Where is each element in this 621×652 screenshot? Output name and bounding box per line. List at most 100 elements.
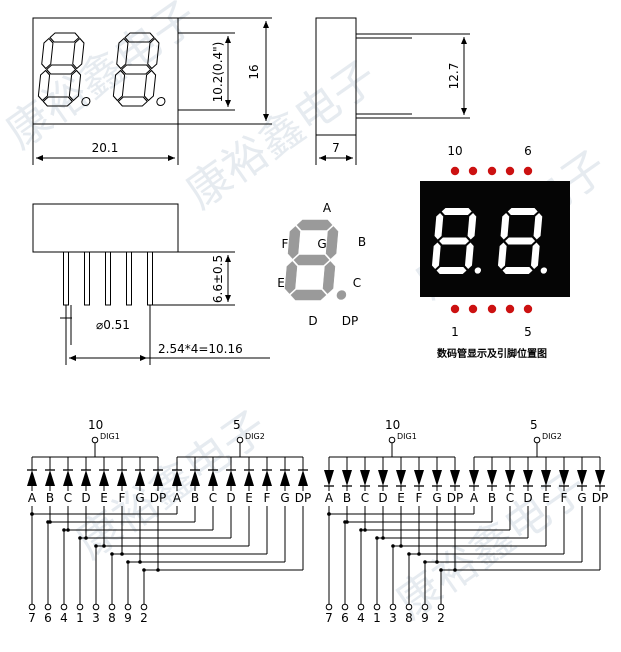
segment-pin-label: F xyxy=(561,491,568,505)
top-pin-left-label: 10 xyxy=(447,144,462,158)
digit-segment xyxy=(124,32,155,43)
common-pin-number: 5 xyxy=(233,418,241,432)
digit-segment xyxy=(68,69,82,102)
pin-dot-top xyxy=(505,166,515,176)
segment-pin-number: 6 xyxy=(341,611,349,625)
side-view xyxy=(315,17,470,165)
segment-pin-label: B xyxy=(488,491,496,505)
digit-segment xyxy=(41,37,54,70)
seven-segment-digit xyxy=(497,208,547,274)
segment-pin-label: G xyxy=(135,491,144,505)
segment-pin-label: DP xyxy=(150,491,166,505)
segment-pin-label: B xyxy=(343,491,351,505)
led-diode xyxy=(226,470,236,486)
pin-dot-top xyxy=(487,166,497,176)
digit-segment xyxy=(497,242,507,269)
led-diode xyxy=(432,470,442,486)
segment-pin-label: D xyxy=(523,491,532,505)
seven-segment-digit xyxy=(37,32,91,107)
segment-pin-label: A xyxy=(173,491,182,505)
pinout-display xyxy=(420,166,570,314)
seven-segment-digit xyxy=(431,208,481,274)
common-pin-label: DIG2 xyxy=(542,432,562,441)
segment-pin-label: F xyxy=(119,491,126,505)
digit-segment xyxy=(507,208,538,215)
segment-pin-terminal xyxy=(389,603,397,611)
pinout-title: 数码管显示及引脚位置图 xyxy=(437,347,547,360)
led-diode xyxy=(262,470,272,486)
segment-pin-number: 7 xyxy=(325,611,333,625)
common-pin-label: DIG2 xyxy=(245,432,265,441)
segment-pin-label: C xyxy=(209,491,217,505)
pin-dot-top xyxy=(450,166,460,176)
pin-length-label: 12.7 xyxy=(447,63,461,90)
digit-segment xyxy=(431,242,441,269)
common-pin-number: 10 xyxy=(88,418,103,432)
segment-pin-number: 8 xyxy=(405,611,413,625)
led-diode xyxy=(360,470,370,486)
bottom-pin-right-label: 5 xyxy=(524,325,532,339)
led-diode xyxy=(324,470,334,486)
led-diode xyxy=(595,470,605,486)
bottom-pin xyxy=(105,251,111,306)
bottom-view xyxy=(32,203,270,365)
led-diode xyxy=(27,470,37,486)
height-total-label: 16 xyxy=(247,64,261,79)
digit-segment xyxy=(45,64,77,75)
led-diode xyxy=(99,470,109,486)
segment-pin-label: G xyxy=(432,491,441,505)
common-pin-terminal xyxy=(533,436,541,444)
led-diode xyxy=(342,470,352,486)
segment-pin-label: E xyxy=(245,491,253,505)
segment-pin-number: 1 xyxy=(373,611,381,625)
digit-segment xyxy=(296,219,333,231)
segment-label-b: B xyxy=(358,235,366,249)
led-diode xyxy=(523,470,533,486)
pin-dot-bottom xyxy=(468,304,478,314)
led-diode xyxy=(541,470,551,486)
bottom-pin xyxy=(84,251,90,306)
segment-pin-terminal xyxy=(60,603,68,611)
common-pin-number: 10 xyxy=(385,418,400,432)
digit-height-label: 10.2(0.4") xyxy=(211,42,225,103)
digit-segment xyxy=(439,237,470,245)
depth-label: 7 xyxy=(332,141,340,155)
segment-pin-number: 3 xyxy=(389,611,397,625)
segment-pin-label: DP xyxy=(592,491,608,505)
decimal-point xyxy=(336,290,347,300)
digit-segment xyxy=(467,213,477,240)
digit-segment xyxy=(290,289,327,301)
led-diode xyxy=(487,470,497,486)
digit-segment xyxy=(500,213,510,240)
segment-pin-number: 9 xyxy=(124,611,132,625)
common-pin-label: DIG1 xyxy=(100,432,120,441)
segment-pin-number: 3 xyxy=(92,611,100,625)
common-pin-label: DIG1 xyxy=(397,432,417,441)
seven-segment-digit xyxy=(112,32,166,107)
digit-segment xyxy=(322,261,336,294)
digit-segment xyxy=(434,213,444,240)
common-pin-terminal xyxy=(388,436,396,444)
segment-pin-number: 4 xyxy=(357,611,365,625)
pin-dot-bottom xyxy=(523,304,533,314)
led-diode xyxy=(81,470,91,486)
display-digits xyxy=(431,208,547,274)
led-diode xyxy=(208,470,218,486)
segment-pin-terminal xyxy=(437,603,445,611)
digit-segment xyxy=(464,242,474,269)
digit-segment xyxy=(287,226,301,259)
segment-pin-number: 9 xyxy=(421,611,429,625)
side-body-outline xyxy=(315,17,357,136)
width-total-label: 20.1 xyxy=(92,141,119,155)
segment-pin-terminal xyxy=(124,603,132,611)
pin-dot-top xyxy=(523,166,533,176)
led-diode xyxy=(396,470,406,486)
segment-identification xyxy=(284,219,347,301)
digit-segment xyxy=(441,208,472,215)
segment-pin-label: F xyxy=(264,491,271,505)
led-diode xyxy=(469,470,479,486)
segment-pin-label: A xyxy=(325,491,334,505)
